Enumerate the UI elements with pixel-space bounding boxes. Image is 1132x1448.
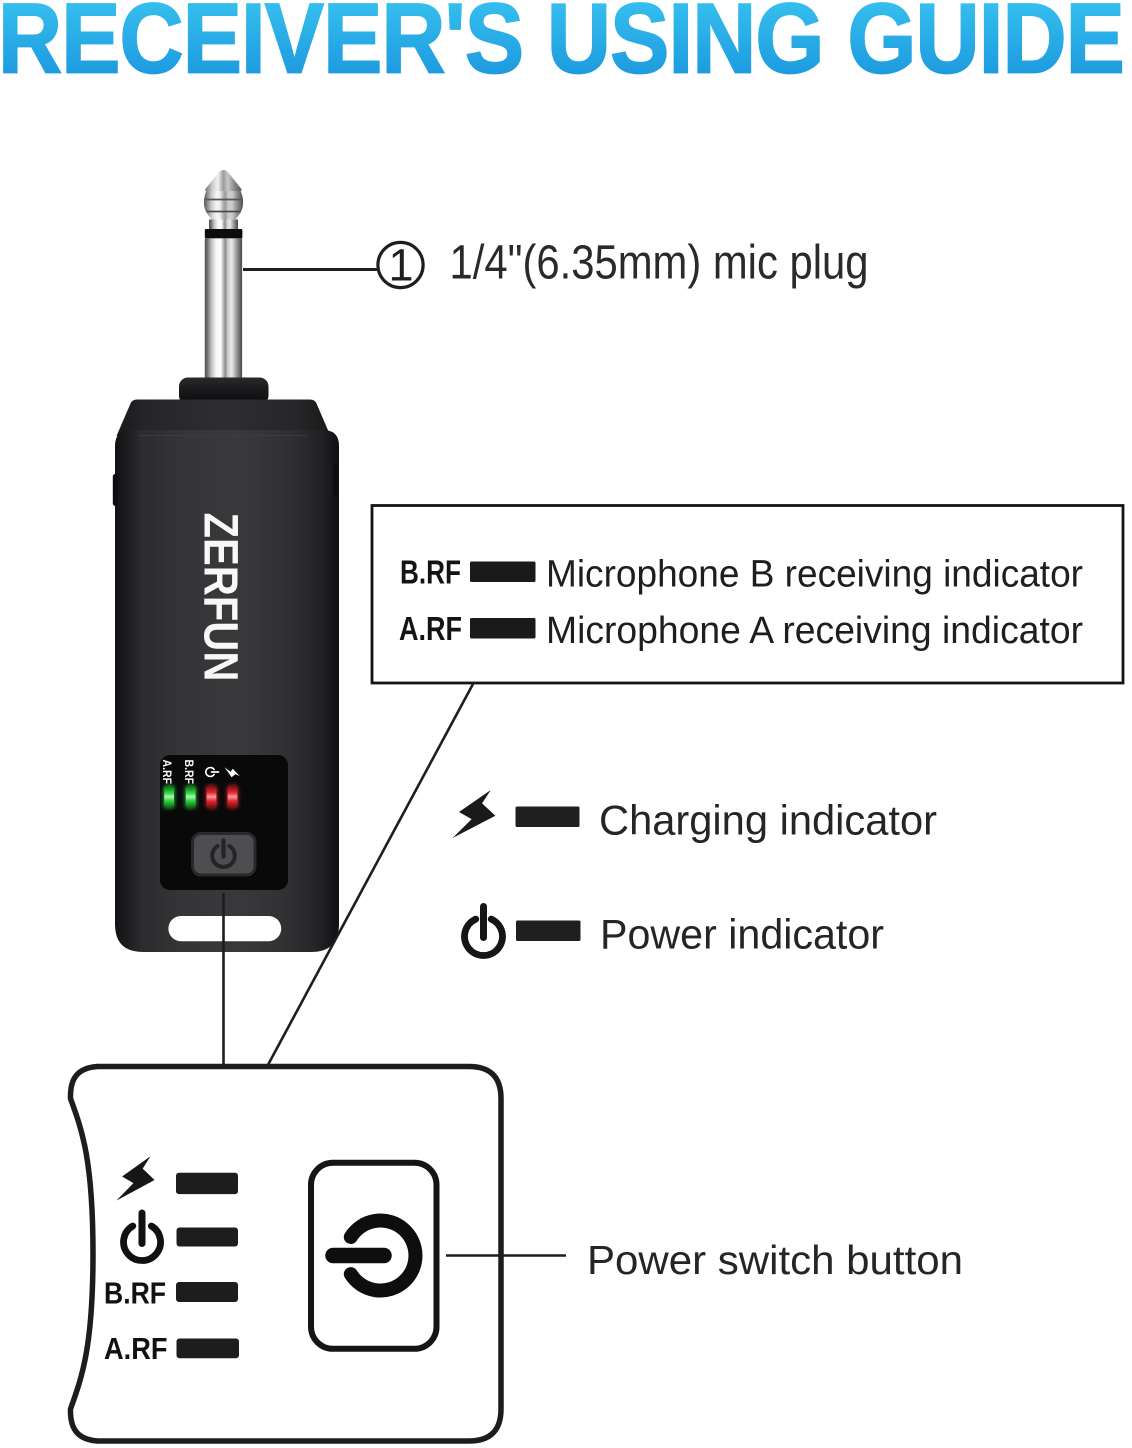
svg-text:1: 1 [388, 240, 413, 291]
svg-text:B.RF: B.RF [104, 1276, 166, 1311]
svg-text:RECEIVER'S USING GUIDE: RECEIVER'S USING GUIDE [0, 0, 1124, 94]
svg-text:A.RF: A.RF [104, 1331, 168, 1366]
svg-text:B.RF: B.RF [400, 554, 461, 591]
svg-text:Power switch button: Power switch button [587, 1237, 963, 1283]
svg-text:ZERFUN: ZERFUN [194, 513, 247, 682]
svg-text:1/4"(6.35mm) mic plug: 1/4"(6.35mm) mic plug [450, 237, 869, 290]
svg-text:A.RF: A.RF [399, 610, 462, 647]
svg-text:Charging indicator: Charging indicator [599, 797, 937, 844]
svg-text:A.RF: A.RF [160, 760, 172, 785]
svg-text:Microphone A receiving indicat: Microphone A receiving indicator [546, 610, 1083, 652]
svg-text:Power indicator: Power indicator [600, 911, 884, 958]
svg-text:Microphone B receiving indicat: Microphone B receiving indicator [546, 554, 1083, 596]
svg-text:B.RF: B.RF [182, 760, 194, 785]
